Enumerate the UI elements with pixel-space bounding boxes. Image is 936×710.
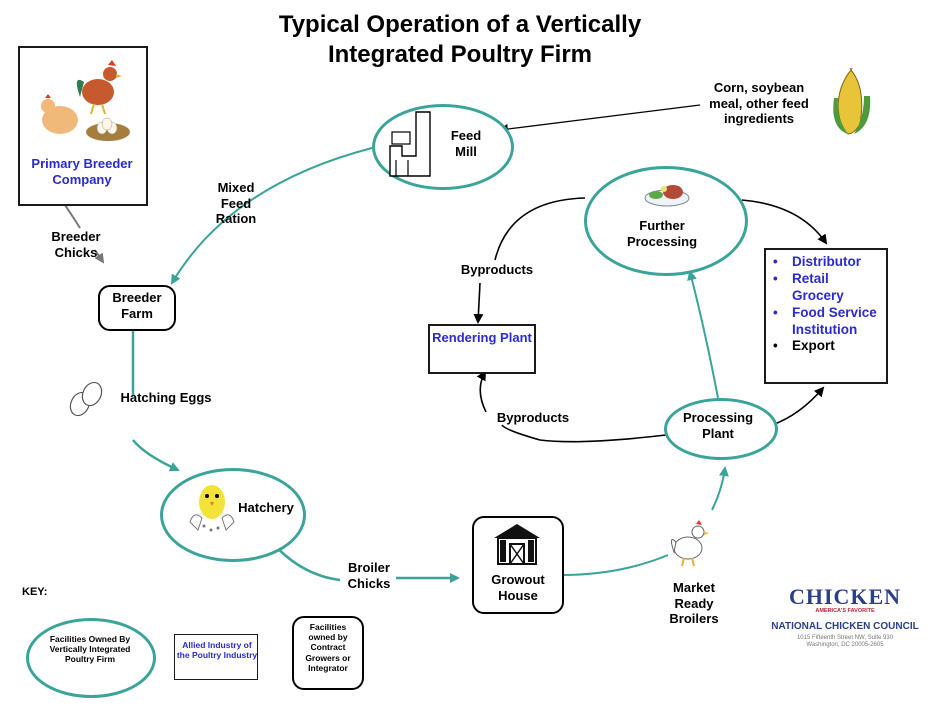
ncc-logo: CHICKEN AMERICA'S FAVORITE NATIONAL CHIC… — [770, 584, 920, 649]
rendering-plant-node — [428, 324, 536, 374]
arrow-further-to-rendering — [478, 197, 586, 322]
barn-icon — [494, 524, 540, 565]
arrow-growout-to-processing — [561, 468, 725, 576]
chicken-family-icon — [41, 60, 130, 141]
hatchery-node — [160, 468, 306, 562]
dist-item-distributor: Distributor — [770, 254, 882, 271]
key-contract-label: Facilities owned by Contract Growers or … — [305, 622, 351, 673]
feed-mill-label: Feed Mill — [450, 128, 482, 159]
byproducts-bottom-label: Byproducts — [496, 410, 570, 425]
logo-wordmark: CHICKEN — [788, 584, 902, 609]
title-line-1: Typical Operation of a Vertically — [278, 11, 642, 38]
arrow-ingredients-to-mill — [498, 104, 701, 134]
processing-plant-node — [664, 398, 778, 460]
arrow-eggs-to-hatchery — [131, 330, 178, 470]
key-allied-shape — [174, 634, 258, 680]
food-plate-icon — [644, 185, 690, 207]
mixed-feed-ration-label: Mixed Feed Ration — [215, 180, 257, 227]
rendering-plant-label: Rendering Plant — [432, 330, 532, 345]
market-ready-broilers-label: Market Ready Broilers — [669, 580, 719, 627]
arrow-processing-to-further — [687, 270, 719, 399]
primary-breeder-box: Primary Breeder Company — [18, 46, 148, 206]
logo-org: NATIONAL CHICKEN COUNCIL — [771, 620, 919, 632]
key-allied-label: Allied Industry of the Poultry Industry — [176, 640, 258, 661]
rooster-icon — [670, 520, 709, 567]
further-processing-node — [584, 166, 748, 276]
key-contract-shape — [292, 616, 364, 690]
hatching-eggs-label: Hatching Eggs — [120, 390, 212, 405]
page-title: Typical Operation of a Vertically Integr… — [150, 10, 770, 70]
feed-mill-icon — [389, 111, 431, 177]
arrow-feed-to-breeder — [170, 147, 373, 285]
arrow-processing-to-dist — [771, 386, 825, 426]
growout-house-label: Growout House — [491, 572, 545, 603]
arrow-breeder-chicks — [64, 204, 103, 262]
broiler-chicks-label: Broiler Chicks — [347, 560, 391, 591]
further-processing-label: Further Processing — [626, 218, 698, 249]
logo-address-2: Washington, DC 20005-2605 — [806, 642, 884, 649]
distribution-list: Distributor Retail Grocery Food Service … — [764, 248, 888, 384]
arrow-processing-to-rendering — [480, 372, 667, 443]
arrow-further-to-dist — [741, 199, 828, 245]
primary-breeder-label: Primary Breeder Company — [31, 156, 133, 187]
dist-item-retail-grocery: Retail Grocery — [770, 271, 882, 305]
logo-tagline: AMERICA'S FAVORITE — [815, 608, 875, 615]
key-owned-shape — [26, 618, 156, 698]
corn-icon — [833, 68, 871, 135]
breeder-chicks-label: Breeder Chicks — [51, 229, 101, 260]
processing-plant-label: Processing Plant — [682, 410, 754, 441]
dist-item-food-service: Food Service Institution — [770, 305, 882, 339]
hatching-chick-icon — [189, 485, 235, 532]
feed-ingredients-label: Corn, soybean meal, other feed ingredien… — [709, 80, 809, 127]
key-title: KEY: — [22, 586, 48, 598]
breeder-farm-label: Breeder Farm — [112, 290, 162, 321]
key-owned-label: Facilities Owned By Vertically Integrate… — [49, 634, 131, 665]
hatchery-label: Hatchery — [238, 500, 294, 515]
dist-item-export: Export — [770, 338, 882, 355]
eggs-icon — [69, 381, 103, 417]
byproducts-top-label: Byproducts — [460, 262, 534, 277]
title-line-2: Integrated Poultry Firm — [327, 41, 593, 68]
logo-address-1: 1015 Fifteenth Street NW, Suite 930 — [796, 634, 894, 641]
breeder-farm-node — [98, 285, 176, 331]
